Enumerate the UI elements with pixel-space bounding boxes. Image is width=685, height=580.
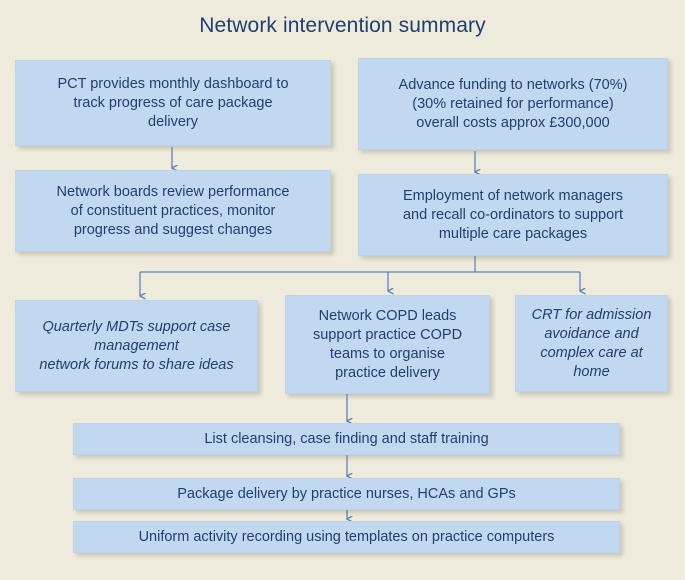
node-network-copd-leads-label: Network COPD leads support practice COPD… [312, 307, 463, 381]
node-pct-dashboard-label: PCT provides monthly dashboard to track … [57, 75, 289, 130]
node-network-boards[interactable]: Network boards review performance of con… [15, 170, 331, 252]
node-employment-managers-label: Employment of network managers and recal… [402, 187, 624, 242]
diagram-title: Network intervention summary [199, 14, 486, 37]
bar-uniform-recording[interactable]: Uniform activity recording using templat… [73, 521, 620, 553]
bar-list-cleansing[interactable]: List cleansing, case finding and staff t… [73, 423, 620, 455]
node-network-copd-leads[interactable]: Network COPD leads support practice COPD… [285, 295, 490, 394]
node-crt-admission-label: CRT for admission avoidance and complex … [531, 306, 652, 380]
node-pct-dashboard[interactable]: PCT provides monthly dashboard to track … [15, 60, 331, 146]
node-quarterly-mdts-label: Quarterly MDTs support case management n… [39, 318, 234, 373]
node-advance-funding[interactable]: Advance funding to networks (70%) (30% r… [358, 58, 668, 150]
node-employment-managers[interactable]: Employment of network managers and recal… [358, 174, 668, 256]
bar-uniform-recording-label: Uniform activity recording using templat… [138, 528, 555, 545]
node-advance-funding-label: Advance funding to networks (70%) (30% r… [398, 76, 628, 131]
node-network-boards-label: Network boards review performance of con… [56, 183, 290, 238]
bar-package-delivery-label: Package delivery by practice nurses, HCA… [177, 485, 516, 502]
node-crt-admission[interactable]: CRT for admission avoidance and complex … [515, 295, 668, 392]
node-quarterly-mdts[interactable]: Quarterly MDTs support case management n… [15, 300, 258, 392]
bar-package-delivery[interactable]: Package delivery by practice nurses, HCA… [73, 478, 620, 510]
bar-list-cleansing-label: List cleansing, case finding and staff t… [204, 430, 489, 447]
